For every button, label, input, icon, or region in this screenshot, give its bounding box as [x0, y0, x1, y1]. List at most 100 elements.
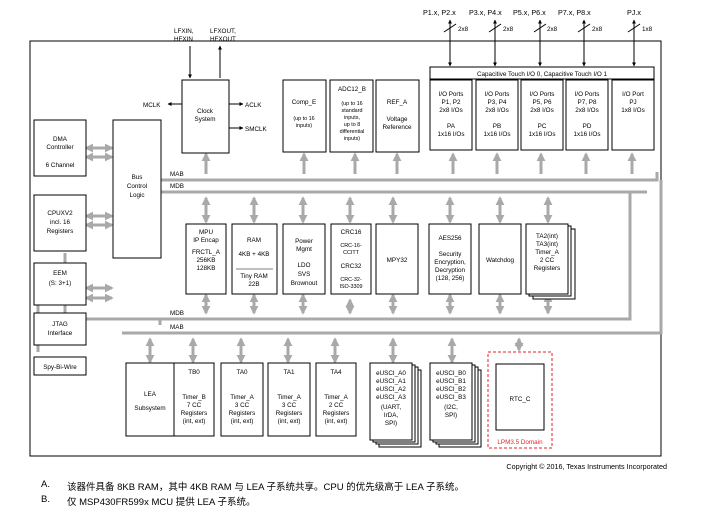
- lpm35-domain-label: LPM3.5 Domain: [497, 439, 543, 446]
- rtc-block: [495, 363, 545, 431]
- jtag-title-2: Interface: [48, 330, 73, 337]
- aes-desc-1: Security: [439, 251, 463, 258]
- ta23-type: Timer_A: [535, 249, 559, 256]
- bus-control-logic: [112, 119, 162, 259]
- mpu-desc-3: 256KB: [197, 257, 216, 264]
- pin-width-2x8: 2x8: [503, 26, 514, 33]
- svg-text:P7, P8: P7, P8: [578, 99, 597, 106]
- compe-title: Comp_E: [292, 99, 317, 106]
- cpu-desc-1: incl. 16: [50, 219, 70, 226]
- mpy32-title: MPY32: [387, 257, 408, 264]
- svg-text:PJ: PJ: [629, 99, 636, 106]
- captouch-bar: [429, 66, 655, 80]
- svg-text:P3, P4: P3, P4: [488, 99, 507, 106]
- ta1-registers: Registers: [276, 410, 303, 417]
- svg-text:PB: PB: [493, 123, 501, 130]
- footnote-a-mark: A.: [41, 479, 50, 490]
- pin-label-p3p4: P3.x, P4.x: [469, 8, 502, 17]
- io-port-pa: [429, 79, 473, 151]
- adc-desc-1: (up to 16: [341, 101, 362, 107]
- ta1-title: TA1: [283, 369, 295, 376]
- dma-block: [33, 119, 87, 177]
- ram-block: [231, 223, 278, 295]
- svg-text:2x8 I/Os: 2x8 I/Os: [485, 107, 508, 114]
- adc-desc-2: standard: [342, 108, 363, 114]
- sbw-title: Spy-Bi-Wire: [43, 364, 77, 371]
- tb0-clock: (int, ext): [183, 418, 206, 425]
- ta0-block: [220, 362, 264, 437]
- jtag-block: [33, 312, 87, 346]
- svg-text:1x8 I/Os: 1x8 I/Os: [621, 107, 644, 114]
- clock-smclk-label: SMCLK: [245, 126, 267, 133]
- aes-desc-4: (128, 256): [436, 275, 465, 282]
- ta4-cc: 2 CC: [329, 402, 344, 409]
- svg-text:PD: PD: [583, 123, 592, 130]
- mpu-desc-2: FRCTL_A: [192, 249, 221, 256]
- ta0-type: Timer_A: [230, 394, 254, 401]
- mpu-fram-block: [185, 223, 227, 295]
- svg-text:2x8 I/Os: 2x8 I/Os: [530, 107, 553, 114]
- eusci-b-block: [429, 362, 473, 441]
- ta4-registers: Registers: [323, 410, 350, 417]
- footnote-b-text: 仅 MSP430FR599x MCU 提供 LEA 子系统。: [67, 497, 256, 508]
- pin-label-p7p8: P7.x, P8.x: [558, 8, 591, 17]
- svg-text:P5, P6: P5, P6: [533, 99, 552, 106]
- tb0-block: [173, 362, 215, 437]
- copyright-text: Copyright © 2016, Texas Instruments Inco…: [506, 462, 667, 471]
- jtag-title: JTAG: [52, 321, 68, 328]
- mpu-title: MPU: [199, 229, 213, 236]
- crc16-desc-1: CRC-16-: [340, 243, 361, 249]
- sbw-block: [33, 356, 87, 376]
- aes-desc-3: Decryption: [435, 267, 466, 274]
- power-block: [282, 223, 326, 295]
- pin-labels: P1.x, P2.x P3.x, P4.x P5.x, P6.x P7.x, P…: [423, 8, 653, 33]
- eem-title: EEM: [53, 270, 67, 277]
- crc-block: [330, 223, 372, 295]
- ta1-block: [267, 362, 311, 437]
- svg-text:1x16 I/Os: 1x16 I/Os: [438, 131, 465, 138]
- pin-width-1x8: 1x8: [642, 26, 653, 33]
- eusci-b-modes-2: SPI): [445, 412, 457, 419]
- adc-desc-5: differential: [340, 129, 365, 135]
- compe-desc-2: inputs): [296, 123, 312, 129]
- eusci-a2-label: eUSCI_A2: [376, 386, 406, 393]
- crc32-desc-2: ISO-3309: [339, 284, 362, 290]
- svg-text:1x16 I/Os: 1x16 I/Os: [484, 131, 511, 138]
- power-title-2: Mgmt: [296, 246, 312, 253]
- clock-system-block: [181, 79, 230, 154]
- ta4-type: Timer_A: [324, 394, 348, 401]
- watchdog-title: Watchdog: [486, 257, 515, 264]
- power-svs: SVS: [298, 271, 311, 278]
- bcl-title-3: Logic: [129, 192, 144, 199]
- pin-label-p5p6: P5.x, P6.x: [513, 8, 546, 17]
- pin-arrows: [443, 19, 641, 67]
- eusci-a-modes-2: IrDA,: [384, 412, 399, 419]
- footnote-a-text: 该器件具备 8KB RAM，其中 4KB RAM 与 LEA 子系统共享。CPU…: [67, 482, 464, 493]
- cpu-desc-2: Registers: [47, 228, 74, 235]
- dma-channels: 6 Channel: [46, 162, 75, 169]
- crc32-title: CRC32: [341, 263, 362, 270]
- ta3-title: TA3(int): [536, 241, 558, 248]
- cpu-block: [33, 194, 87, 252]
- eusci-a-modes-3: SPI): [385, 420, 397, 427]
- bus-label-mab: MAB: [170, 171, 184, 178]
- svg-text:2x8 I/Os: 2x8 I/Os: [439, 107, 462, 114]
- pin-width-2x8: 2x8: [547, 26, 558, 33]
- svg-text:2x8 I/Os: 2x8 I/Os: [575, 107, 598, 114]
- ta0-title: TA0: [236, 369, 248, 376]
- ta0-registers: Registers: [229, 410, 256, 417]
- svg-text:PA: PA: [447, 123, 456, 130]
- clock-hfxout-label: HFXOUT: [210, 36, 236, 43]
- pin-width-2x8: 2x8: [592, 26, 603, 33]
- svg-text:PC: PC: [538, 123, 547, 130]
- power-title: Power: [295, 238, 313, 245]
- svg-text:P1, P2: P1, P2: [442, 99, 461, 106]
- ram-title: RAM: [247, 237, 261, 244]
- ta1-type: Timer_A: [277, 394, 301, 401]
- svg-text:I/O Port: I/O Port: [622, 91, 644, 98]
- mpu-desc-1: IP Encap: [193, 237, 219, 244]
- svg-text:I/O Ports: I/O Ports: [530, 91, 555, 98]
- clock-hfxin-label: HFXIN: [174, 36, 193, 43]
- pin-label-pj: PJ.x: [627, 8, 641, 17]
